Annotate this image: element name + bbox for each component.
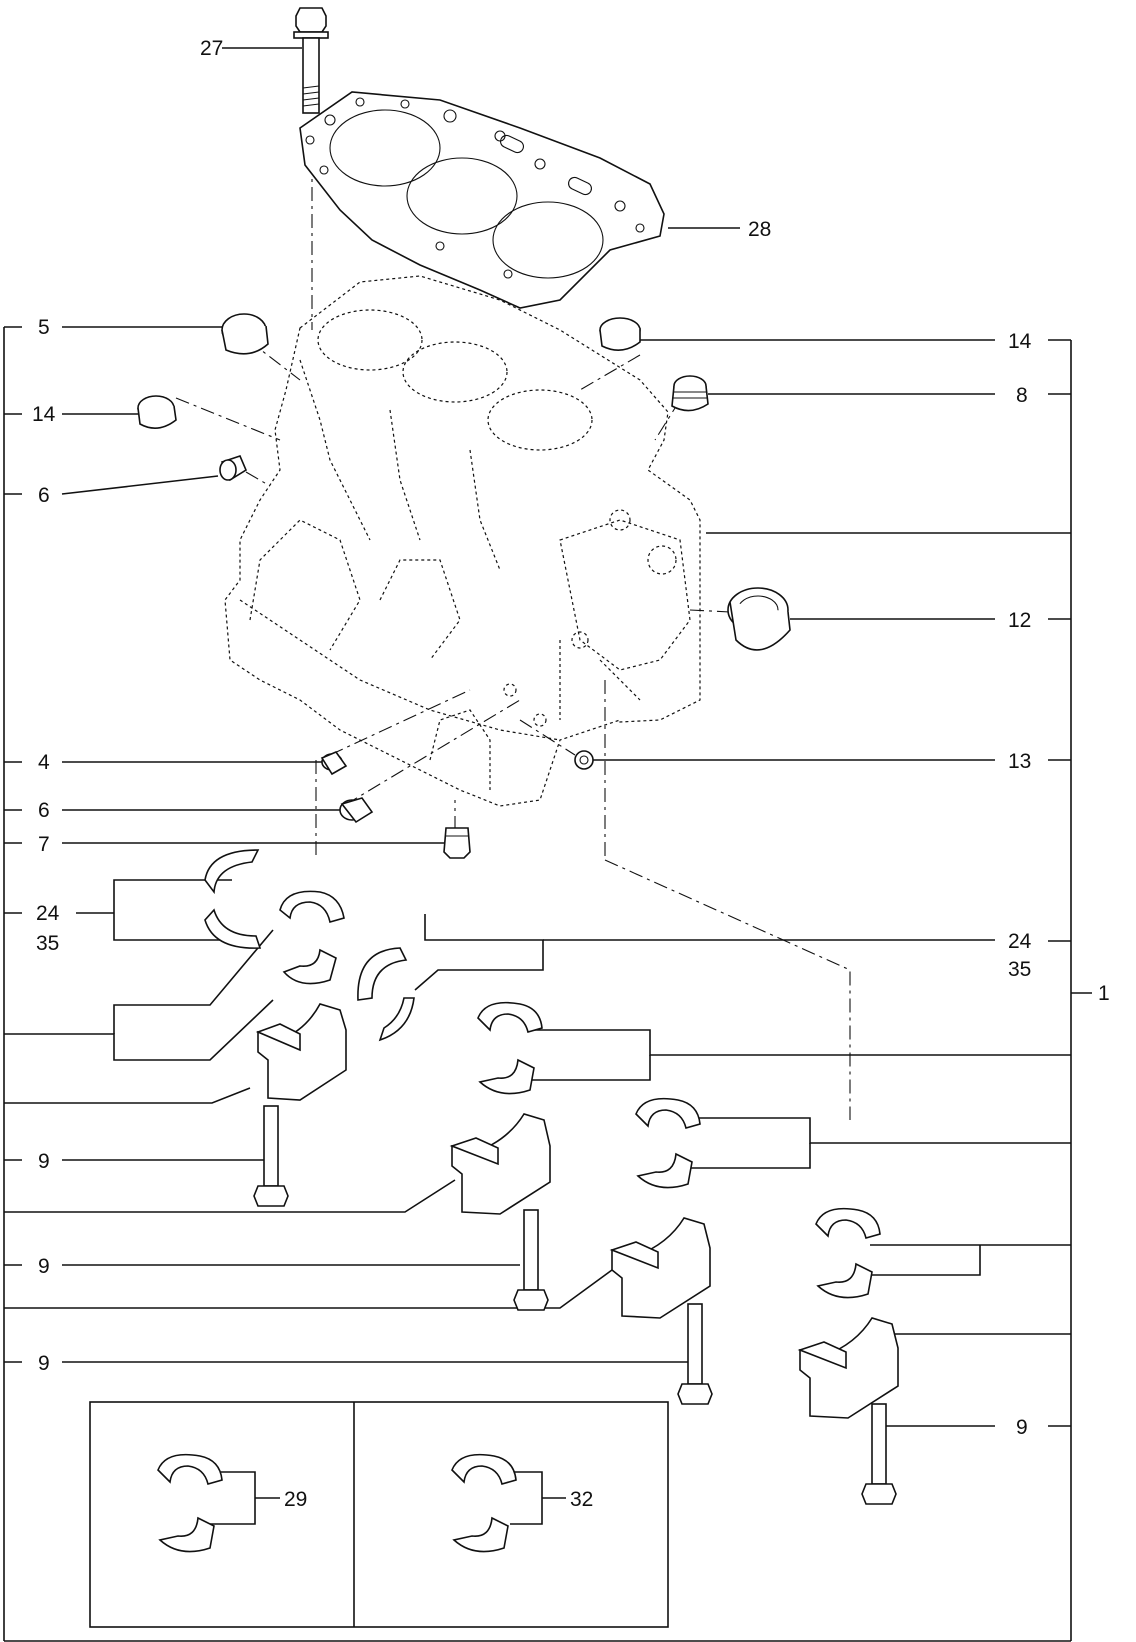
callout-7: 7 bbox=[38, 833, 50, 856]
callout-6-bottom: 6 bbox=[38, 799, 50, 822]
bushing-12 bbox=[727, 587, 791, 651]
cylinder-block bbox=[224, 275, 701, 807]
plug-8 bbox=[671, 375, 709, 412]
main-bearing-cap-4 bbox=[797, 1317, 899, 1419]
callout-5: 5 bbox=[38, 316, 50, 339]
main-bearing-cap-1 bbox=[255, 1003, 347, 1101]
callout-14-left: 14 bbox=[32, 403, 56, 426]
callout-32: 32 bbox=[570, 1488, 593, 1511]
cap-bolt-3 bbox=[677, 1303, 713, 1405]
alignment-lines bbox=[175, 160, 851, 1120]
callout-24-right: 24 bbox=[1008, 930, 1032, 953]
head-bolt bbox=[293, 7, 329, 114]
callout-35-left: 35 bbox=[36, 932, 59, 955]
bearing-shell-upper-1 bbox=[279, 890, 345, 985]
cap-bolt-1 bbox=[253, 1105, 289, 1207]
thrust-washer-left bbox=[204, 849, 262, 949]
main-bearing-cap-2 bbox=[449, 1113, 551, 1215]
callout-9-b: 9 bbox=[38, 1255, 50, 1278]
expansion-plug-14-right bbox=[599, 317, 641, 351]
callout-1: 1 bbox=[1098, 982, 1110, 1005]
inset-box bbox=[89, 1401, 669, 1628]
main-bearing-cap-3 bbox=[609, 1217, 711, 1319]
callout-9-a: 9 bbox=[38, 1150, 50, 1173]
plug-13 bbox=[574, 750, 594, 770]
callout-24-left: 24 bbox=[36, 902, 60, 925]
callout-4: 4 bbox=[38, 751, 50, 774]
bearing-shell-3 bbox=[635, 1097, 701, 1189]
bearing-shell-2 bbox=[477, 1001, 543, 1095]
bracket-lines bbox=[3, 326, 1092, 1642]
callout-29: 29 bbox=[284, 1488, 307, 1511]
expansion-plug-14-left bbox=[137, 395, 177, 429]
cap-bolt-2 bbox=[513, 1209, 549, 1311]
callout-8: 8 bbox=[1016, 384, 1028, 407]
thrust-washer-right bbox=[357, 947, 415, 1042]
callout-13: 13 bbox=[1008, 750, 1031, 773]
expansion-plug-5 bbox=[221, 313, 269, 355]
callout-9-d: 9 bbox=[1016, 1416, 1028, 1439]
callout-14-right: 14 bbox=[1008, 330, 1032, 353]
callout-35-right: 35 bbox=[1008, 958, 1031, 981]
callout-12: 12 bbox=[1008, 609, 1031, 632]
callout-28: 28 bbox=[748, 218, 771, 241]
bearing-shell-4 bbox=[815, 1207, 881, 1299]
callout-27: 27 bbox=[200, 37, 223, 60]
plug-6-top bbox=[219, 455, 248, 482]
head-gasket bbox=[299, 91, 665, 309]
plug-7 bbox=[443, 827, 471, 859]
callout-6-top: 6 bbox=[38, 484, 50, 507]
plug-6-bottom bbox=[339, 797, 374, 824]
callout-labels: 27 28 5 14 6 14 8 12 4 13 6 7 24 35 24 3… bbox=[32, 37, 1110, 1511]
callout-9-c: 9 bbox=[38, 1352, 50, 1375]
cap-bolt-4 bbox=[861, 1403, 897, 1505]
plug-4 bbox=[320, 751, 348, 776]
leader-lines bbox=[4, 47, 1071, 1525]
